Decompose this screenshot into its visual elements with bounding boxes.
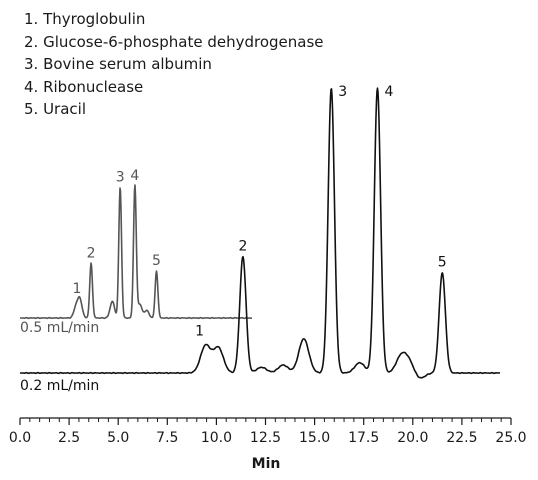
- peak-label: 5: [152, 253, 161, 269]
- x-tick-label: 5.0: [107, 430, 129, 446]
- peak-label: 2: [238, 239, 247, 255]
- legend: 1. Thyroglobulin 2. Glucose-6-phosphate …: [24, 8, 324, 121]
- legend-item-1: 1. Thyroglobulin: [24, 10, 146, 28]
- peak-label: 3: [116, 169, 125, 185]
- x-tick-label: 15.0: [299, 430, 330, 446]
- x-tick-label: 10.0: [201, 430, 232, 446]
- traces: [19, 87, 501, 379]
- x-tick-label: 2.5: [58, 430, 80, 446]
- x-tick-label: 17.5: [348, 430, 379, 446]
- peak-label: 4: [130, 168, 139, 184]
- x-tick-label: 0.0: [9, 430, 31, 446]
- peak-label: 3: [338, 84, 347, 100]
- peak-label: 2: [87, 245, 96, 261]
- peak-label: 1: [72, 281, 81, 297]
- trace-label-0-2-ml-min: 0.2 mL/min: [20, 378, 99, 394]
- x-tick-label: 25.0: [495, 430, 526, 446]
- peak-label: 1: [195, 324, 204, 340]
- legend-item-2: 2. Glucose-6-phosphate dehydrogenase: [24, 32, 324, 51]
- x-axis: 0.0 2.5 5.0 7.5 10.0 12.5 15.0 17.5 20.0 22.5 25.0: [9, 417, 527, 446]
- trace-line-0-5-ml-min: [19, 184, 253, 320]
- legend-item-4: 4. Ribonuclease: [24, 77, 144, 96]
- x-tick-label: 20.0: [397, 430, 428, 446]
- legend-item-3: 3. Bovine serum albumin: [24, 55, 212, 74]
- legend-item-5: 5. Uracil: [24, 100, 86, 119]
- peak-label: 4: [384, 84, 393, 100]
- peak-label: 5: [438, 255, 447, 271]
- x-tick-label: 22.5: [446, 430, 477, 446]
- x-tick-label: 12.5: [250, 430, 281, 446]
- trace-label-0-5-ml-min: 0.5 mL/min: [20, 320, 99, 336]
- trace-line-0-2-ml-min: [19, 87, 501, 379]
- x-axis-title: Min: [252, 456, 281, 472]
- x-tick-label: 7.5: [156, 430, 178, 446]
